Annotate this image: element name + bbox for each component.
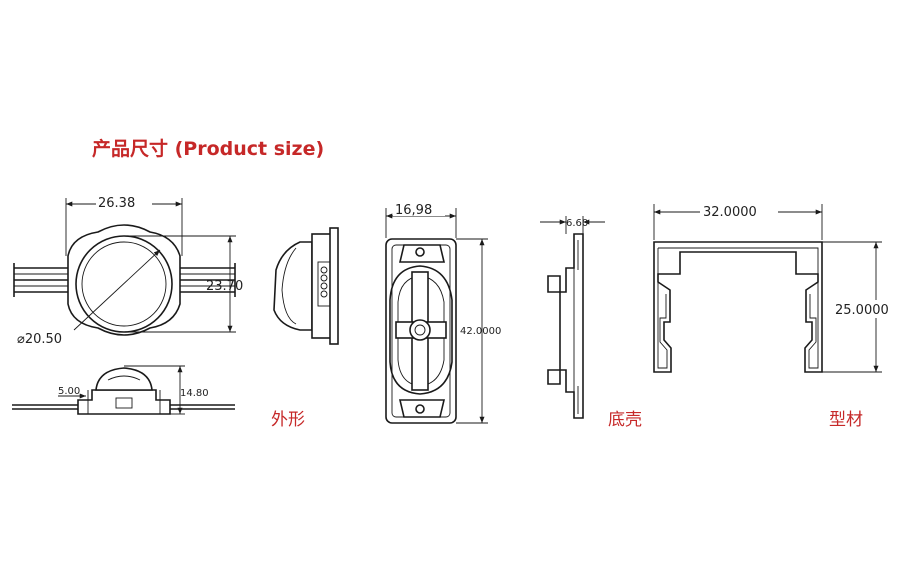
module-profile-view bbox=[273, 227, 339, 345]
lens-inner bbox=[81, 241, 167, 327]
base-thickness-label: 5.00 bbox=[58, 386, 80, 397]
caption-appearance: 外形 bbox=[271, 410, 305, 430]
module-width-label: 26.38 bbox=[98, 196, 135, 211]
shell-length-label: 42.0000 bbox=[460, 326, 501, 337]
lens-diameter-label: ⌀20.50 bbox=[17, 332, 62, 347]
module-front-view: ⌀20.50 26.38 23.70 bbox=[13, 194, 243, 347]
shell-side-label: 6.60 bbox=[566, 218, 588, 229]
module-height-label: 23.70 bbox=[206, 279, 243, 294]
profile-section-view: 32.0000 25.0000 bbox=[653, 202, 896, 373]
profile-height-label: 25.0000 bbox=[835, 303, 889, 318]
shell-top-view: 16,98 42.0000 bbox=[385, 202, 501, 424]
caption-bottom-shell: 底壳 bbox=[608, 410, 642, 430]
caption-profile: 型材 bbox=[829, 410, 863, 430]
module-side-view: 5.00 14.80 bbox=[12, 365, 235, 415]
page-title: 产品尺寸 (Product size) bbox=[92, 138, 325, 160]
shell-width-label: 16,98 bbox=[395, 203, 432, 218]
total-height-label: 14.80 bbox=[180, 388, 209, 399]
profile-width-label: 32.0000 bbox=[703, 205, 757, 220]
shell-side-view: 6.60 bbox=[540, 216, 605, 419]
